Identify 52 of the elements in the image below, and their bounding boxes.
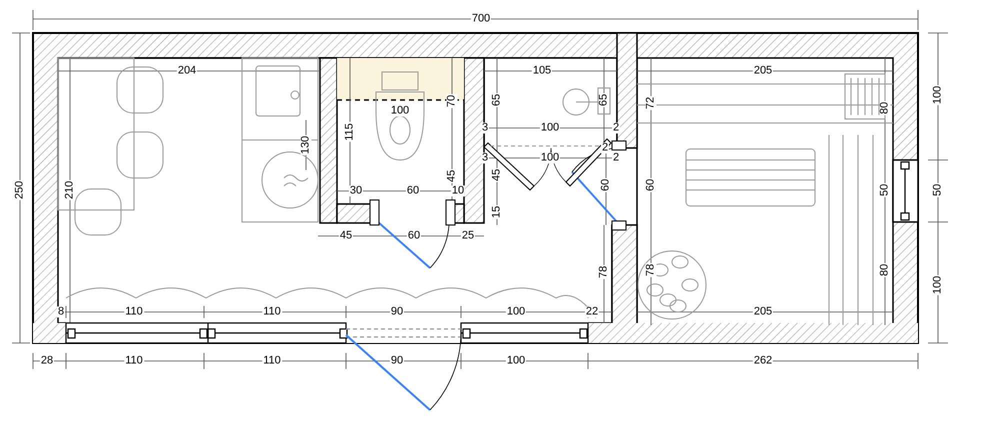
dimension-label: 3 bbox=[480, 152, 490, 164]
dimension-label: 60 bbox=[600, 178, 612, 192]
dimension-label: 8 bbox=[56, 306, 66, 318]
dimension-label: 110 bbox=[124, 306, 144, 318]
dimension-label: 100 bbox=[932, 84, 944, 106]
dimension-label: 45 bbox=[446, 168, 458, 184]
dimension-label: 2 bbox=[612, 122, 620, 134]
dimension-label: 90 bbox=[390, 306, 404, 318]
dimension-label: 78 bbox=[646, 262, 656, 278]
dimension-label: 205 bbox=[752, 66, 774, 76]
dimension-label: 205 bbox=[752, 306, 774, 318]
dimension-label: 70 bbox=[446, 94, 458, 108]
dimension-label: 72 bbox=[646, 96, 656, 110]
dimension-label: 60 bbox=[646, 178, 656, 192]
dimension-label: 60 bbox=[406, 186, 420, 196]
dimension-label: 105 bbox=[532, 66, 552, 76]
dimension-label: 115 bbox=[344, 122, 356, 142]
dimension-label: 2 bbox=[600, 142, 610, 154]
dimension-label: 100 bbox=[540, 122, 560, 134]
dimension-label: 50 bbox=[932, 182, 944, 198]
dimension-label: 22 bbox=[584, 306, 600, 318]
dimension-label: 45 bbox=[338, 230, 354, 242]
dimension-label: 15 bbox=[492, 204, 502, 220]
dimension-label: 100 bbox=[506, 306, 526, 318]
dimension-label: 100 bbox=[540, 152, 560, 164]
dimension-label: 25 bbox=[460, 230, 476, 242]
dimension-label: 110 bbox=[124, 356, 144, 366]
dimension-label: 90 bbox=[390, 356, 404, 366]
dimension-label: 110 bbox=[262, 306, 282, 318]
dimension-label: 100 bbox=[932, 274, 944, 296]
dimension-label: 100 bbox=[390, 106, 410, 116]
dimension-label: 204 bbox=[176, 66, 198, 76]
dimension-label: 78 bbox=[598, 264, 610, 280]
dimension-label: 80 bbox=[880, 100, 890, 116]
dimension-label: 60 bbox=[406, 230, 422, 242]
dimension-label: 65 bbox=[492, 92, 502, 108]
dimension-label: 2 bbox=[612, 152, 620, 164]
dimension-label: 45 bbox=[492, 168, 502, 182]
dimension-label: 10 bbox=[450, 186, 466, 196]
dimension-label: 130 bbox=[300, 134, 312, 156]
dimension-label: 210 bbox=[64, 180, 76, 200]
dimension-label: 80 bbox=[880, 262, 890, 278]
dimension-label: 30 bbox=[348, 186, 364, 196]
dimension-label: 3 bbox=[480, 122, 490, 134]
dimension-label: 250 bbox=[14, 180, 26, 200]
dimension-label: 65 bbox=[598, 92, 610, 108]
dimension-label: 100 bbox=[506, 356, 526, 366]
dimension-label: 700 bbox=[470, 14, 492, 24]
dimension-label: 28 bbox=[40, 356, 54, 366]
dimension-label: 110 bbox=[262, 356, 282, 366]
dimension-label: 50 bbox=[880, 182, 890, 198]
dimension-label: 262 bbox=[752, 356, 774, 366]
